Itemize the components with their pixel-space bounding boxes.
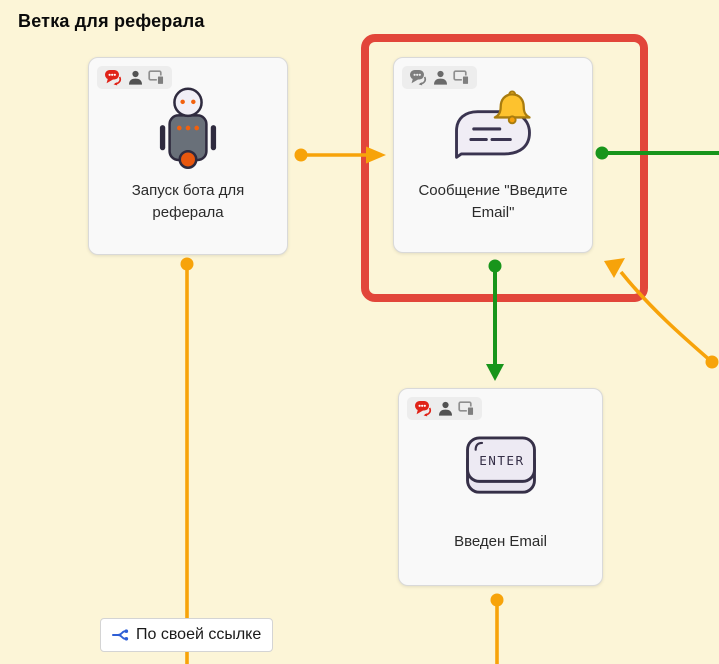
connection-handle[interactable] [705, 355, 719, 369]
edge-label-text: По своей ссылке [136, 626, 262, 643]
node-label: Запуск бота для реферала [131, 182, 245, 221]
chat-icon [410, 70, 427, 86]
branch-title: Ветка для реферала [18, 11, 205, 31]
node-badges [407, 397, 482, 420]
robot-icon [89, 85, 287, 171]
node-badges [402, 66, 477, 89]
enter-key-icon: ENTER [399, 435, 602, 497]
devices-icon [148, 70, 165, 85]
devices-icon [453, 70, 470, 85]
enter-key-text: ENTER [479, 453, 524, 468]
connection-handle[interactable] [490, 593, 504, 607]
node-email-entered[interactable]: ENTER Введен Email [398, 388, 603, 586]
connection-handle[interactable] [294, 148, 308, 162]
chat-icon [415, 401, 432, 417]
share-icon [112, 629, 129, 641]
node-label: Сообщение "Введите Email" [418, 182, 568, 221]
node-start-bot[interactable]: Запуск бота для реферала [88, 57, 288, 255]
connection-handle[interactable] [180, 257, 194, 271]
node-label: Введен Email [454, 533, 547, 550]
devices-icon [458, 401, 475, 416]
person-icon [439, 401, 452, 416]
message-bell-icon [394, 88, 592, 168]
connector-start-down [180, 257, 194, 664]
selection-frame [361, 34, 648, 302]
node-badges [97, 66, 172, 89]
person-icon [129, 70, 142, 85]
chat-icon [105, 70, 122, 86]
node-message-enter-email[interactable]: Сообщение "Введите Email" [393, 57, 593, 253]
person-icon [434, 70, 447, 85]
arrowhead-icon [486, 364, 504, 381]
connector-entered-down [490, 593, 504, 664]
edge-label-own-link[interactable]: По своей ссылке [100, 618, 274, 652]
